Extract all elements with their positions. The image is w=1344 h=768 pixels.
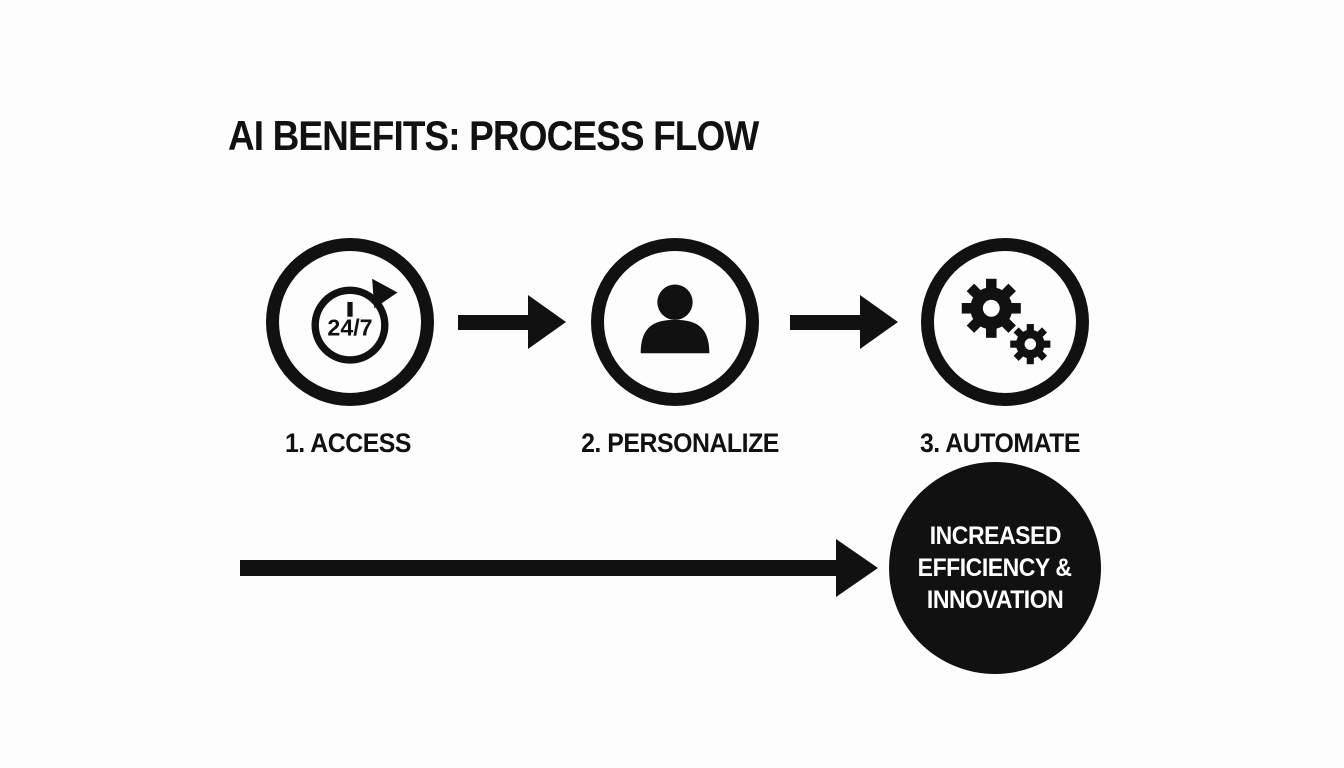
arrow-shaft — [458, 314, 528, 330]
flow-arrow-1 — [458, 295, 566, 349]
circular-arrowhead — [372, 278, 398, 309]
result-circle: INCREASED EFFICIENCY & INNOVATION — [889, 462, 1101, 674]
step-circle-automate — [921, 238, 1089, 406]
step-circle-personalize — [591, 238, 759, 406]
page-title: AI BENEFITS: PROCESS FLOW — [228, 112, 759, 159]
result-line-3: INNOVATION — [926, 586, 1064, 614]
icon-text-24-7: 24/7 — [327, 315, 372, 341]
result-arrow — [240, 539, 878, 597]
flow-arrow-2 — [790, 295, 898, 349]
arrow-shaft — [790, 314, 860, 330]
person-icon — [640, 284, 710, 354]
arrow-head — [528, 295, 566, 349]
result-line-2: EFFICIENCY & — [918, 554, 1072, 582]
arrow-head — [836, 539, 878, 597]
step-label-access: 1. ACCESS — [284, 428, 412, 458]
result-line-1: INCREASED — [929, 522, 1061, 550]
arrow-head — [860, 295, 898, 349]
step-label-automate: 3. AUTOMATE — [919, 428, 1081, 458]
step-label-personalize: 2. PERSONALIZE — [581, 428, 779, 458]
step-circle-access: 24/7 — [266, 238, 434, 406]
clock-24-7-icon: 24/7 — [311, 278, 398, 364]
gears-icon — [961, 278, 1051, 365]
arrow-shaft — [240, 560, 836, 576]
